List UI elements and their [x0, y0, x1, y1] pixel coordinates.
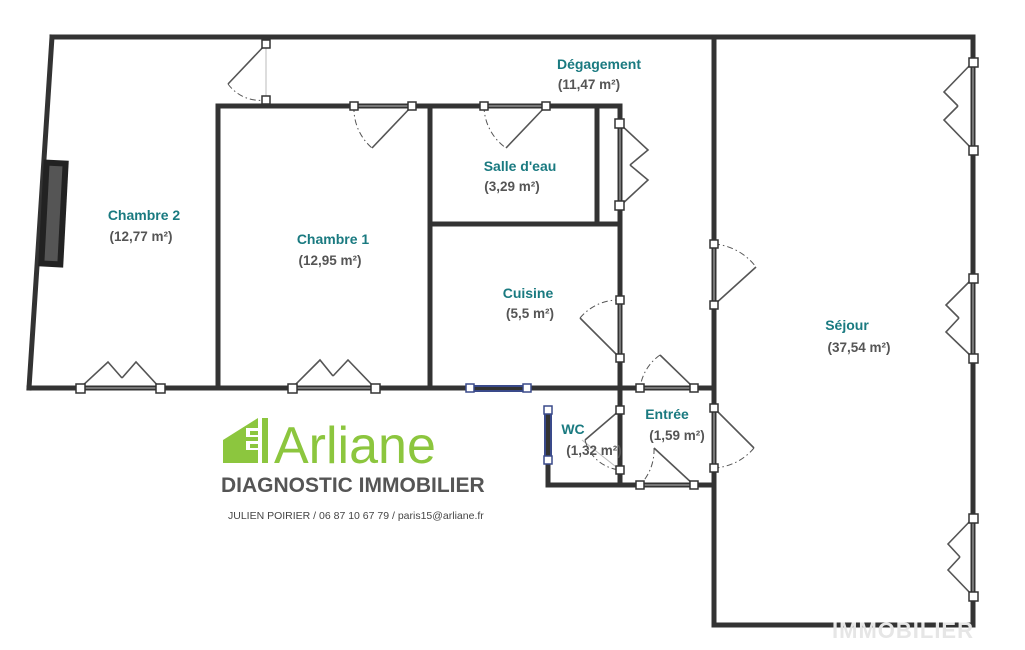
room-sejour-name: Séjour — [825, 317, 869, 333]
openings — [75, 39, 979, 602]
room-degagement-area: (11,47 m²) — [558, 77, 620, 92]
room-entree-area: (1,59 m²) — [649, 428, 705, 443]
logo-subtitle: DIAGNOSTIC IMMOBILIER — [221, 474, 485, 497]
room-labels: Chambre 2 (12,77 m²) Chambre 1 (12,95 m²… — [108, 56, 891, 458]
room-chambre2-name: Chambre 2 — [108, 207, 181, 223]
room-cuisine-area: (5,5 m²) — [506, 306, 554, 321]
room-chambre2-area: (12,77 m²) — [109, 229, 172, 244]
room-sejour-area: (37,54 m²) — [827, 340, 890, 355]
room-wc-name: WC — [561, 421, 584, 437]
room-wc-area: (1,32 m²) — [566, 443, 622, 458]
arliane-logo: Arliane DIAGNOSTIC IMMOBILIER JULIEN POI… — [221, 417, 485, 522]
house-logo-icon — [223, 418, 268, 463]
room-chambre1-area: (12,95 m²) — [298, 253, 361, 268]
room-salle-eau-area: (3,29 m²) — [484, 179, 540, 194]
room-cuisine-name: Cuisine — [503, 285, 554, 301]
logo-contact: JULIEN POIRIER / 06 87 10 67 79 / paris1… — [228, 510, 484, 522]
room-chambre1-name: Chambre 1 — [297, 231, 370, 247]
room-entree-name: Entrée — [645, 406, 689, 422]
watermark: IMMOBILIER — [832, 618, 974, 643]
room-salle-eau-name: Salle d'eau — [484, 158, 557, 174]
logo-brand: Arliane — [274, 417, 436, 475]
room-degagement-name: Dégagement — [557, 56, 641, 72]
